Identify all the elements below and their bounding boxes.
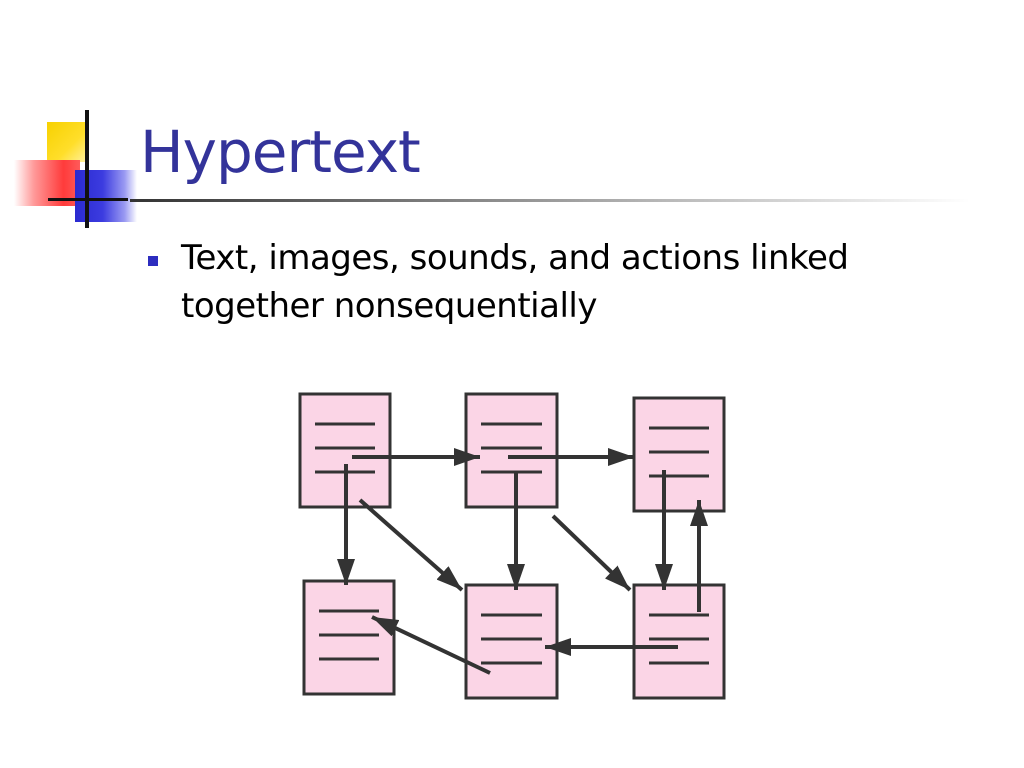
title-rule [130, 199, 970, 202]
document-page [632, 396, 726, 513]
link-arrow-bottom-middle-to-bottom-left [371, 615, 491, 675]
link-arrow-top-middle-to-bottom-right [551, 514, 632, 592]
bullet-marker [148, 256, 158, 266]
document-node-bottom-middle [464, 583, 559, 700]
link-arrow-top-left-to-bottom-middle [358, 498, 464, 592]
logo-vertical-line [85, 110, 89, 228]
document-page [464, 392, 559, 509]
document-page [632, 583, 726, 700]
slide-title: Hypertext [140, 118, 421, 186]
document-page [302, 579, 396, 696]
logo-yellow-square [47, 122, 87, 162]
slide-logo [0, 0, 160, 240]
document-node-top-middle [464, 392, 559, 509]
document-page [464, 583, 559, 700]
document-node-bottom-right [632, 583, 726, 700]
bullet-text: Text, images, sounds, and actions linked… [181, 238, 849, 326]
document-node-top-right [632, 396, 726, 513]
logo-horizontal-line [48, 198, 128, 201]
document-node-bottom-left [302, 579, 396, 696]
